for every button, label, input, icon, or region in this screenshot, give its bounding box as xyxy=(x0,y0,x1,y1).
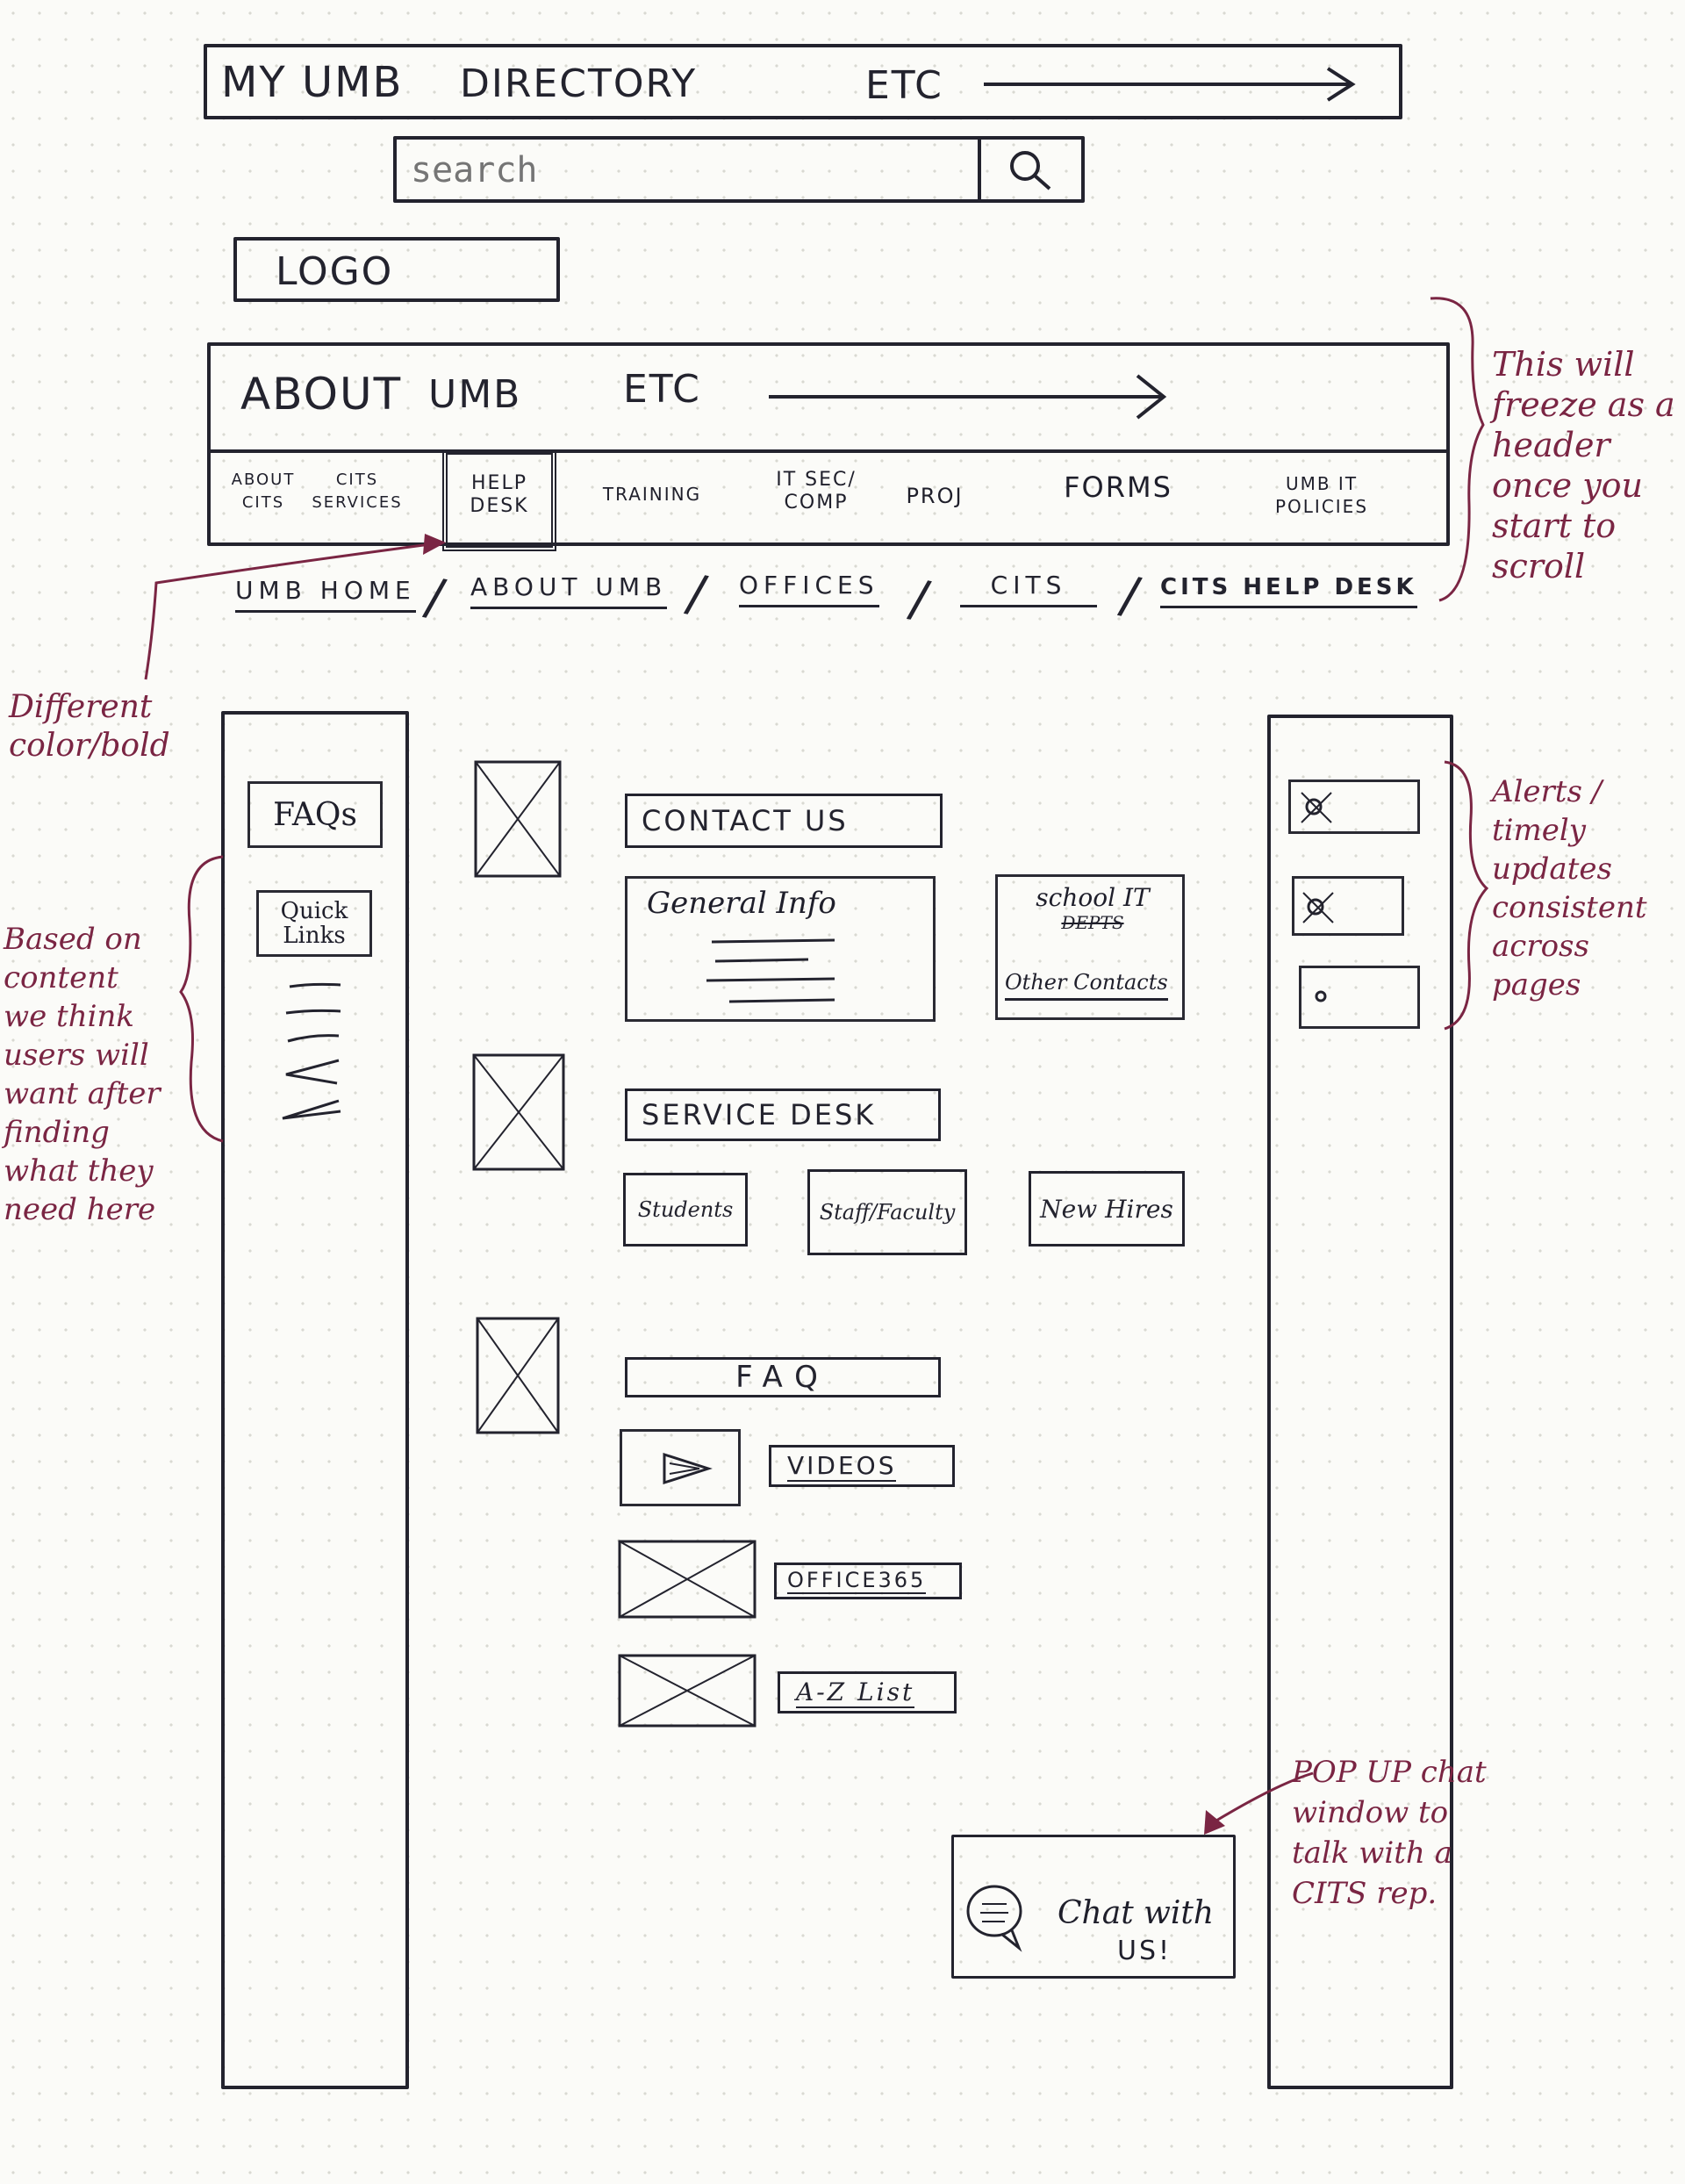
image-placeholder-a-z-list xyxy=(618,1654,756,1728)
school-it-label: school IT DEPTS xyxy=(1036,883,1150,934)
chat-popup-arrow xyxy=(1204,1771,1314,1835)
quick-links-label: Quick Links xyxy=(280,898,348,949)
school-it-box[interactable]: school IT DEPTS Other Contacts xyxy=(995,874,1185,1020)
chat-label-line2: US! xyxy=(1117,1936,1172,1966)
text-lines-icon xyxy=(706,938,835,1003)
sub-nav-training[interactable]: TRAINING xyxy=(602,484,702,505)
play-icon xyxy=(663,1452,713,1485)
annotation-freeze-header: This will freeze as a header once you st… xyxy=(1492,345,1675,586)
breadcrumb-cits[interactable]: CITS xyxy=(960,571,1097,607)
quick-links-list xyxy=(282,982,341,1120)
header-brace xyxy=(1430,297,1485,602)
annotation-alerts: Alerts / timely updates consistent acros… xyxy=(1492,774,1647,1002)
a-z-list-label: A-Z List xyxy=(796,1677,915,1708)
search-button[interactable] xyxy=(978,140,1081,199)
students-button[interactable]: Students xyxy=(623,1173,748,1246)
logo-text: LOGO xyxy=(276,249,394,294)
breadcrumb-separator: / xyxy=(1115,564,1145,627)
office365-link[interactable]: OFFICE365 xyxy=(774,1563,962,1599)
sub-nav-forms[interactable]: FORMS xyxy=(1064,471,1172,504)
left-sidebar: FAQs Quick Links xyxy=(221,711,409,2089)
utility-link-directory[interactable]: DIRECTORY xyxy=(460,61,698,106)
chat-popup[interactable]: Chat with US! xyxy=(951,1835,1236,1979)
chat-label-line1: Chat with xyxy=(1058,1895,1215,1931)
annotation-based-on-content: Based on content we think users will wan… xyxy=(4,922,161,1227)
bullet-icon xyxy=(1315,990,1327,1002)
staff-faculty-label: Staff/Faculty xyxy=(819,1200,956,1225)
office365-label: OFFICE365 xyxy=(787,1568,927,1594)
faq-heading[interactable]: FAQ xyxy=(625,1357,941,1397)
breadcrumb-separator: / xyxy=(905,567,935,630)
new-hires-button[interactable]: New Hires xyxy=(1029,1171,1185,1246)
logo[interactable]: LOGO xyxy=(233,237,560,302)
faq-title: FAQ xyxy=(735,1360,830,1395)
general-info-label: General Info xyxy=(647,886,836,921)
general-info-box[interactable]: General Info xyxy=(625,876,936,1022)
new-hires-label: New Hires xyxy=(1040,1194,1173,1224)
students-label: Students xyxy=(637,1197,734,1222)
alert-item[interactable] xyxy=(1288,779,1420,834)
quick-links-heading[interactable]: Quick Links xyxy=(256,890,372,957)
contact-us-heading[interactable]: CONTACT US xyxy=(625,794,943,848)
alerts-brace xyxy=(1444,760,1489,1031)
annotation-popup-chat: POP UP chat window to talk with a CITS r… xyxy=(1292,1755,1487,1911)
search-bar xyxy=(393,136,1085,203)
a-z-list-link[interactable]: A-Z List xyxy=(778,1671,957,1713)
faqs-link[interactable]: FAQs xyxy=(247,781,383,848)
alert-icon xyxy=(1301,792,1332,823)
image-placeholder-contact xyxy=(474,760,562,878)
faqs-label: FAQs xyxy=(273,796,357,833)
contact-us-title: CONTACT US xyxy=(642,804,849,837)
sub-nav-it-sec-comp[interactable]: IT SEC/COMP xyxy=(776,469,857,514)
search-input[interactable] xyxy=(409,147,971,194)
staff-faculty-button[interactable]: Staff/Faculty xyxy=(807,1169,967,1255)
image-placeholder-service xyxy=(472,1053,565,1171)
breadcrumb-offices[interactable]: OFFICES xyxy=(739,571,879,607)
service-desk-heading[interactable]: SERVICE DESK xyxy=(625,1088,941,1141)
main-nav-about[interactable]: ABOUT xyxy=(240,369,403,420)
chat-bubble-icon xyxy=(966,1885,1022,1952)
annotation-arrow xyxy=(144,534,446,680)
arrow-right-icon xyxy=(769,374,1167,420)
quick-links-brace xyxy=(179,855,224,1143)
image-placeholder-faq xyxy=(476,1317,560,1434)
breadcrumb-umb-home[interactable]: UMB HOME xyxy=(235,576,416,613)
other-contacts-label[interactable]: Other Contacts xyxy=(1005,970,1168,1001)
utility-bar: MY UMB DIRECTORY ETC xyxy=(204,44,1402,119)
breadcrumb-about-umb[interactable]: ABOUT UMB xyxy=(470,572,668,609)
video-thumbnail[interactable] xyxy=(620,1429,741,1506)
alert-item[interactable] xyxy=(1292,876,1404,936)
breadcrumb-separator: / xyxy=(682,562,712,625)
image-placeholder-office365 xyxy=(618,1540,756,1619)
right-sidebar xyxy=(1267,715,1453,2089)
utility-link-etc[interactable]: ETC xyxy=(865,63,943,108)
annotation-different-color: Different color/bold xyxy=(9,689,170,764)
videos-label: VIDEOS xyxy=(787,1450,897,1482)
alert-item[interactable] xyxy=(1299,966,1420,1029)
main-nav: ABOUT UMB ETC xyxy=(211,346,1446,453)
service-desk-title: SERVICE DESK xyxy=(642,1098,877,1132)
main-nav-etc[interactable]: ETC xyxy=(623,367,701,412)
breadcrumb-cits-help-desk: CITS HELP DESK xyxy=(1160,574,1417,608)
search-icon xyxy=(1010,151,1051,190)
videos-link[interactable]: VIDEOS xyxy=(769,1445,955,1487)
main-nav-umb[interactable]: UMB xyxy=(428,372,522,417)
arrow-right-icon xyxy=(984,67,1356,102)
alert-icon xyxy=(1302,892,1334,923)
utility-link-my-umb[interactable]: MY UMB xyxy=(221,58,404,107)
sub-nav-proj[interactable]: PROJ xyxy=(906,484,964,508)
